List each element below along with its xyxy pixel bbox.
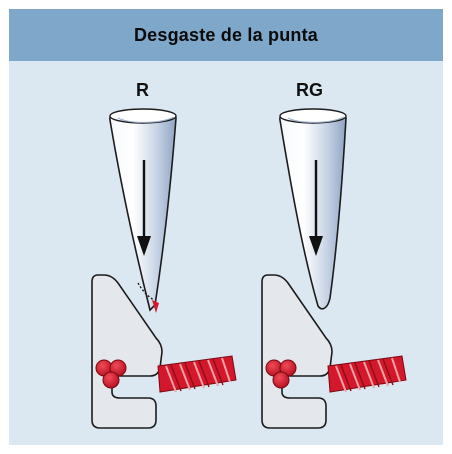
header-bar: Desgaste de la punta: [9, 9, 443, 61]
needle-icon-rg: [279, 108, 347, 310]
thread-icon-rg-twist: [327, 355, 407, 393]
presser-foot-icon-rg: [261, 274, 333, 429]
presser-foot-icon-r: [91, 274, 163, 429]
page-title: Desgaste de la punta: [133, 24, 319, 45]
label-r: R: [136, 80, 149, 100]
thread-icon-rg-cross: [265, 359, 297, 389]
label-rg: RG: [296, 80, 323, 100]
down-arrow-icon-rg: [309, 160, 323, 256]
down-arrow-icon-r: [137, 160, 151, 256]
thread-icon-r-cross: [95, 359, 127, 389]
thread-icon-r-twist: [157, 355, 237, 393]
